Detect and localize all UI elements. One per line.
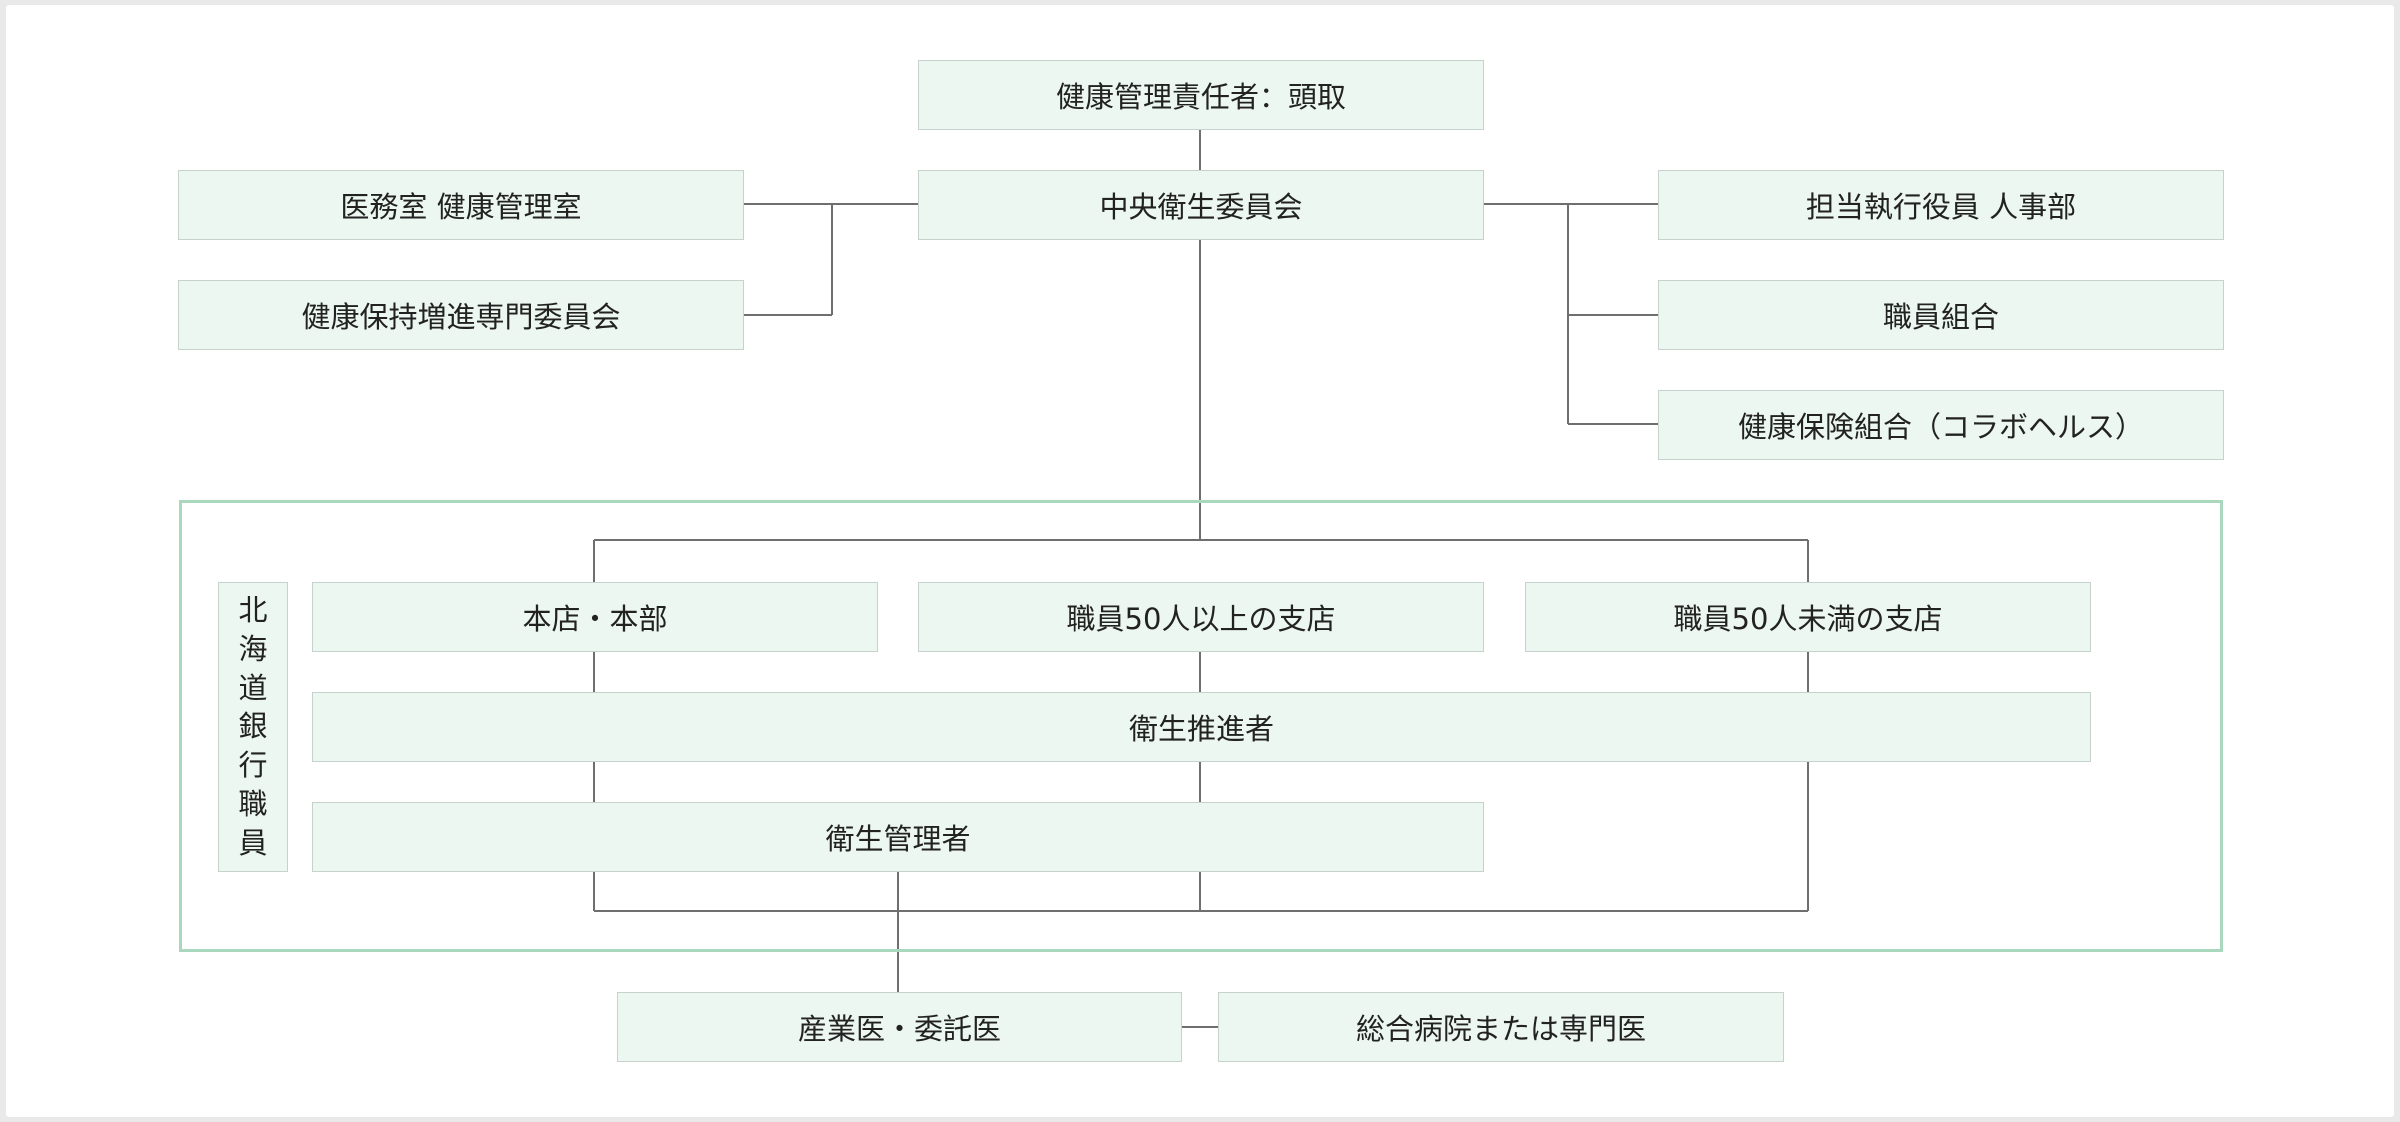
health-promoter-box: 衛生推進者	[312, 692, 2091, 762]
label-char: 銀	[238, 709, 268, 744]
hokkaido-bank-staff-label: 北 海 道 銀 行 職 員	[218, 582, 288, 872]
staff-union-box: 職員組合	[1658, 280, 2224, 350]
head-office-label: 本店・本部	[522, 602, 668, 636]
label-char: 職	[238, 787, 268, 822]
head-office-box: 本店・本部	[312, 582, 878, 652]
hospital-label: 総合病院または専門医	[1355, 1012, 1646, 1046]
health-insurance-union-box: 健康保険組合（コラボヘルス）	[1658, 390, 2224, 460]
small-branch-label: 職員50人未満の支店	[1673, 602, 1943, 636]
small-branch-box: 職員50人未満の支店	[1525, 582, 2091, 652]
label-char: 行	[238, 748, 268, 783]
medical-office-label: 医務室 健康管理室	[340, 190, 582, 224]
label-char: 海	[238, 631, 268, 666]
large-branch-box: 職員50人以上の支店	[918, 582, 1484, 652]
health-insurance-union-label: 健康保険組合（コラボヘルス）	[1737, 410, 2144, 444]
health-manager-box: 衛生管理者	[312, 802, 1484, 872]
industrial-doctor-label: 産業医・委託医	[797, 1012, 1001, 1046]
label-char: 北	[238, 593, 268, 627]
medical-office-box: 医務室 健康管理室	[178, 170, 744, 240]
health-promoter-label: 衛生推進者	[1128, 712, 1274, 746]
health-manager-label: 衛生管理者	[825, 822, 971, 856]
health-manager-chief-box: 健康管理責任者：頭取	[918, 60, 1484, 130]
industrial-doctor-box: 産業医・委託医	[617, 992, 1182, 1062]
hokkaido-bank-staff-group	[179, 500, 2223, 952]
label-char: 員	[238, 825, 268, 860]
label-char: 道	[238, 670, 268, 705]
health-promotion-committee-label: 健康保持増進専門委員会	[301, 300, 621, 334]
central-health-committee-box: 中央衛生委員会	[918, 170, 1484, 240]
staff-union-label: 職員組合	[1882, 300, 1999, 334]
hospital-box: 総合病院または専門医	[1218, 992, 1784, 1062]
large-branch-label: 職員50人以上の支店	[1066, 602, 1336, 636]
executive-officer-box: 担当執行役員 人事部	[1658, 170, 2224, 240]
central-health-committee-label: 中央衛生委員会	[1099, 190, 1303, 224]
health-promotion-committee-box: 健康保持増進専門委員会	[178, 280, 744, 350]
health-manager-chief-label: 健康管理責任者：頭取	[1055, 80, 1346, 114]
executive-officer-label: 担当執行役員 人事部	[1805, 190, 2077, 224]
